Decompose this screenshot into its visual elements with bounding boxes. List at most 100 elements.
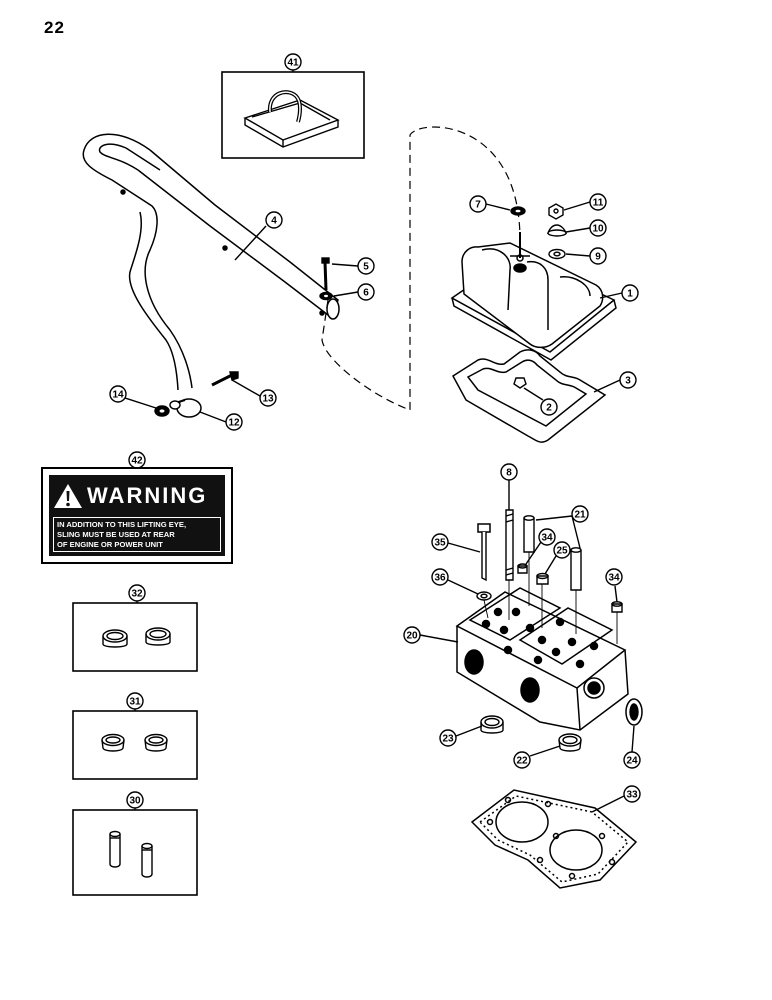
svg-text:23: 23 — [442, 734, 454, 745]
warning-message: IN ADDITION TO THIS LIFTING EYE, SLING M… — [53, 517, 221, 552]
rubber-grommet — [546, 224, 568, 237]
warning-line-3: OF ENGINE OR POWER UNIT — [57, 540, 163, 549]
svg-text:30: 30 — [129, 796, 141, 807]
valve-seat-insert-23 — [480, 715, 504, 734]
callout-5: 5 — [331, 257, 375, 275]
callout-4: 4 — [234, 211, 283, 261]
valve-cover-gasket — [452, 349, 607, 443]
callout-22: 22 — [513, 745, 561, 769]
seal-ring-24 — [625, 698, 643, 726]
callout-23: 23 — [439, 725, 483, 747]
warning-heading: WARNING — [87, 483, 208, 508]
cover-washer — [510, 206, 526, 216]
inset-box-31 — [72, 710, 198, 780]
page-number: 22 — [44, 18, 65, 37]
valve-seat-insert-pair-31 — [101, 733, 168, 752]
callout-25: 25 — [544, 541, 571, 575]
callout-10: 10 — [565, 219, 607, 237]
svg-text:41: 41 — [287, 58, 299, 69]
svg-text:12: 12 — [228, 418, 240, 429]
svg-text:32: 32 — [131, 589, 143, 600]
svg-text:7: 7 — [475, 200, 481, 211]
svg-text:31: 31 — [129, 697, 141, 708]
callout-31: 31 — [126, 692, 144, 711]
svg-text:1: 1 — [627, 289, 633, 300]
warning-triangle-icon — [53, 483, 83, 509]
cover-nut — [513, 377, 527, 389]
valve-cover — [450, 242, 617, 361]
pushrod-tubes — [523, 515, 582, 591]
head-nut-right — [611, 601, 623, 613]
svg-text:36: 36 — [434, 573, 446, 584]
head-stud — [505, 509, 514, 581]
svg-text:35: 35 — [434, 538, 446, 549]
lifting-tube — [82, 133, 340, 391]
inset-box-30 — [72, 809, 198, 896]
callout-1: 1 — [599, 284, 639, 302]
svg-text:2: 2 — [546, 403, 552, 414]
lifting-eye-bracket — [243, 90, 340, 148]
warning-decal: WARNING IN ADDITION TO THIS LIFTING EYE,… — [41, 467, 233, 564]
svg-text:34: 34 — [608, 573, 620, 584]
inset-box-32 — [72, 602, 198, 672]
svg-text:9: 9 — [595, 252, 601, 263]
svg-text:10: 10 — [592, 224, 604, 235]
callout-21: 21 — [535, 505, 589, 549]
inset-box-41 — [221, 71, 365, 159]
svg-text:11: 11 — [593, 198, 604, 209]
head-nut-center — [536, 572, 549, 585]
head-guide-lines — [483, 552, 618, 644]
callout-8: 8 — [500, 463, 518, 510]
callout-12: 12 — [199, 411, 243, 431]
callout-34-right: 34 — [605, 568, 623, 603]
svg-text:33: 33 — [626, 790, 638, 801]
clamp-bolt — [211, 371, 239, 387]
svg-text:14: 14 — [112, 390, 124, 401]
callout-33: 33 — [591, 785, 641, 813]
svg-text:5: 5 — [363, 262, 369, 273]
svg-text:21: 21 — [574, 510, 586, 521]
svg-text:20: 20 — [406, 631, 418, 642]
tube-washer — [319, 291, 333, 301]
callout-42: 42 — [128, 451, 146, 469]
svg-text:42: 42 — [131, 456, 143, 467]
head-washer — [476, 591, 492, 601]
svg-text:34: 34 — [541, 533, 553, 544]
svg-text:4: 4 — [271, 216, 277, 227]
svg-text:3: 3 — [625, 376, 631, 387]
clamp-washer — [154, 405, 170, 417]
svg-text:6: 6 — [363, 288, 369, 299]
svg-text:13: 13 — [262, 394, 274, 405]
callout-2: 2 — [523, 387, 558, 416]
callout-32: 32 — [128, 584, 146, 603]
callout-34-left: 34 — [525, 528, 556, 565]
callout-11: 11 — [563, 193, 607, 211]
callout-7: 7 — [469, 195, 511, 213]
callout-36: 36 — [431, 568, 479, 595]
head-gasket — [470, 789, 638, 889]
callout-9: 9 — [565, 247, 607, 265]
warning-decal-panel: WARNING IN ADDITION TO THIS LIFTING EYE,… — [49, 475, 225, 556]
callout-6: 6 — [333, 283, 375, 301]
callout-41: 41 — [284, 53, 302, 72]
head-nut-left — [517, 563, 528, 574]
callout-13: 13 — [231, 379, 277, 407]
head-bolt — [477, 523, 491, 582]
tube-bolt — [321, 257, 330, 291]
svg-text:25: 25 — [556, 546, 568, 557]
warning-line-2: SLING MUST BE USED AT REAR — [57, 530, 175, 539]
seal-washer — [548, 248, 566, 260]
valve-guide-pair-30 — [109, 830, 153, 878]
svg-text:8: 8 — [506, 468, 512, 479]
warning-line-1: IN ADDITION TO THIS LIFTING EYE, — [57, 520, 187, 529]
acorn-nut — [548, 203, 564, 220]
warning-header: WARNING — [53, 482, 221, 510]
assembly-guide-line — [321, 126, 521, 411]
callout-24: 24 — [623, 725, 641, 769]
valve-seat-insert-pair-32 — [102, 627, 171, 648]
tube-clamp — [169, 398, 202, 418]
callout-35: 35 — [431, 533, 481, 553]
svg-text:22: 22 — [516, 756, 528, 767]
callout-20: 20 — [403, 626, 459, 644]
